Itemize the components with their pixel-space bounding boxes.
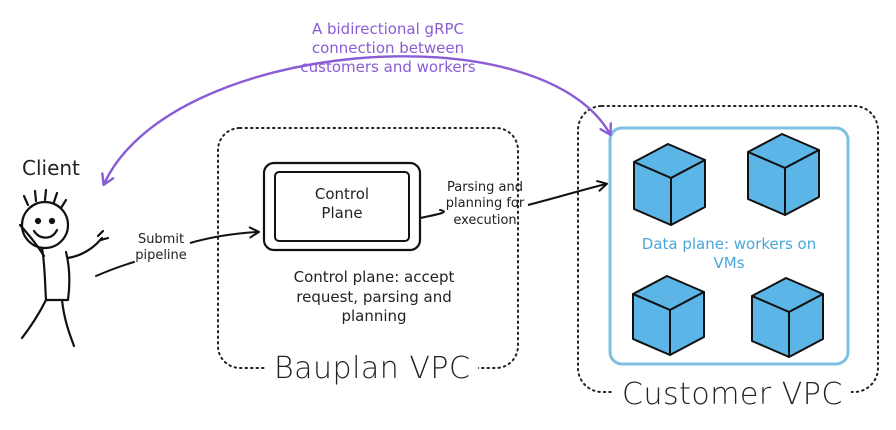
- control-plane-desc-line-1: Control plane: accept: [293, 268, 455, 286]
- submit-note-line-2: pipeline: [135, 248, 187, 264]
- control-plane-description: Control plane: accept request, parsing a…: [274, 268, 474, 327]
- data-plane-line-2: VMs: [713, 253, 745, 272]
- parsing-arrow: [419, 209, 445, 219]
- grpc-connection-arrow: [104, 55, 610, 184]
- data-plane-label: Data plane: workers on VMs: [620, 235, 838, 273]
- parsing-note-line-1: Parsing and: [446, 180, 524, 195]
- bauplan-vpc-label: Bauplan VPC: [266, 350, 479, 388]
- submit-pipeline-arrow: [189, 226, 260, 244]
- grpc-note-line-1: A bidirectional gRPC: [311, 20, 465, 38]
- submit-pipeline-arrow-tail: [95, 261, 135, 277]
- customer-vpc-boundary: [577, 105, 879, 393]
- worker-cube-3: [632, 275, 705, 356]
- grpc-note-line-3: customers and workers: [300, 57, 476, 76]
- client-figure: [18, 188, 110, 348]
- grpc-note-line-2: connection between: [311, 38, 465, 57]
- grpc-connection-note: A bidirectional gRPC connection between …: [286, 20, 490, 76]
- parsing-note-line-3: execution: [453, 212, 517, 228]
- submit-pipeline-note: Submit pipeline: [128, 232, 194, 265]
- worker-cube-1: [633, 143, 706, 226]
- control-plane-desc-line-2: request, parsing and: [296, 287, 452, 306]
- control-plane-line-1: Control: [314, 185, 370, 203]
- data-plane-line-1: Data plane: workers on: [641, 235, 817, 253]
- control-plane-box-label: Control Plane: [275, 185, 409, 223]
- parsing-arrow-to-data-plane: [527, 180, 608, 206]
- control-plane-line-2: Plane: [321, 203, 363, 222]
- parsing-note: Parsing and planning for execution: [440, 180, 530, 229]
- client-label: Client: [22, 156, 80, 180]
- worker-cube-2: [747, 133, 820, 216]
- parsing-note-line-2: planning for: [445, 196, 525, 212]
- customer-vpc-label: Customer VPC: [614, 376, 851, 414]
- submit-note-line-1: Submit: [137, 232, 185, 247]
- control-plane-desc-line-3: planning: [341, 307, 407, 325]
- worker-cube-4: [751, 277, 824, 358]
- data-plane-box: [608, 126, 850, 366]
